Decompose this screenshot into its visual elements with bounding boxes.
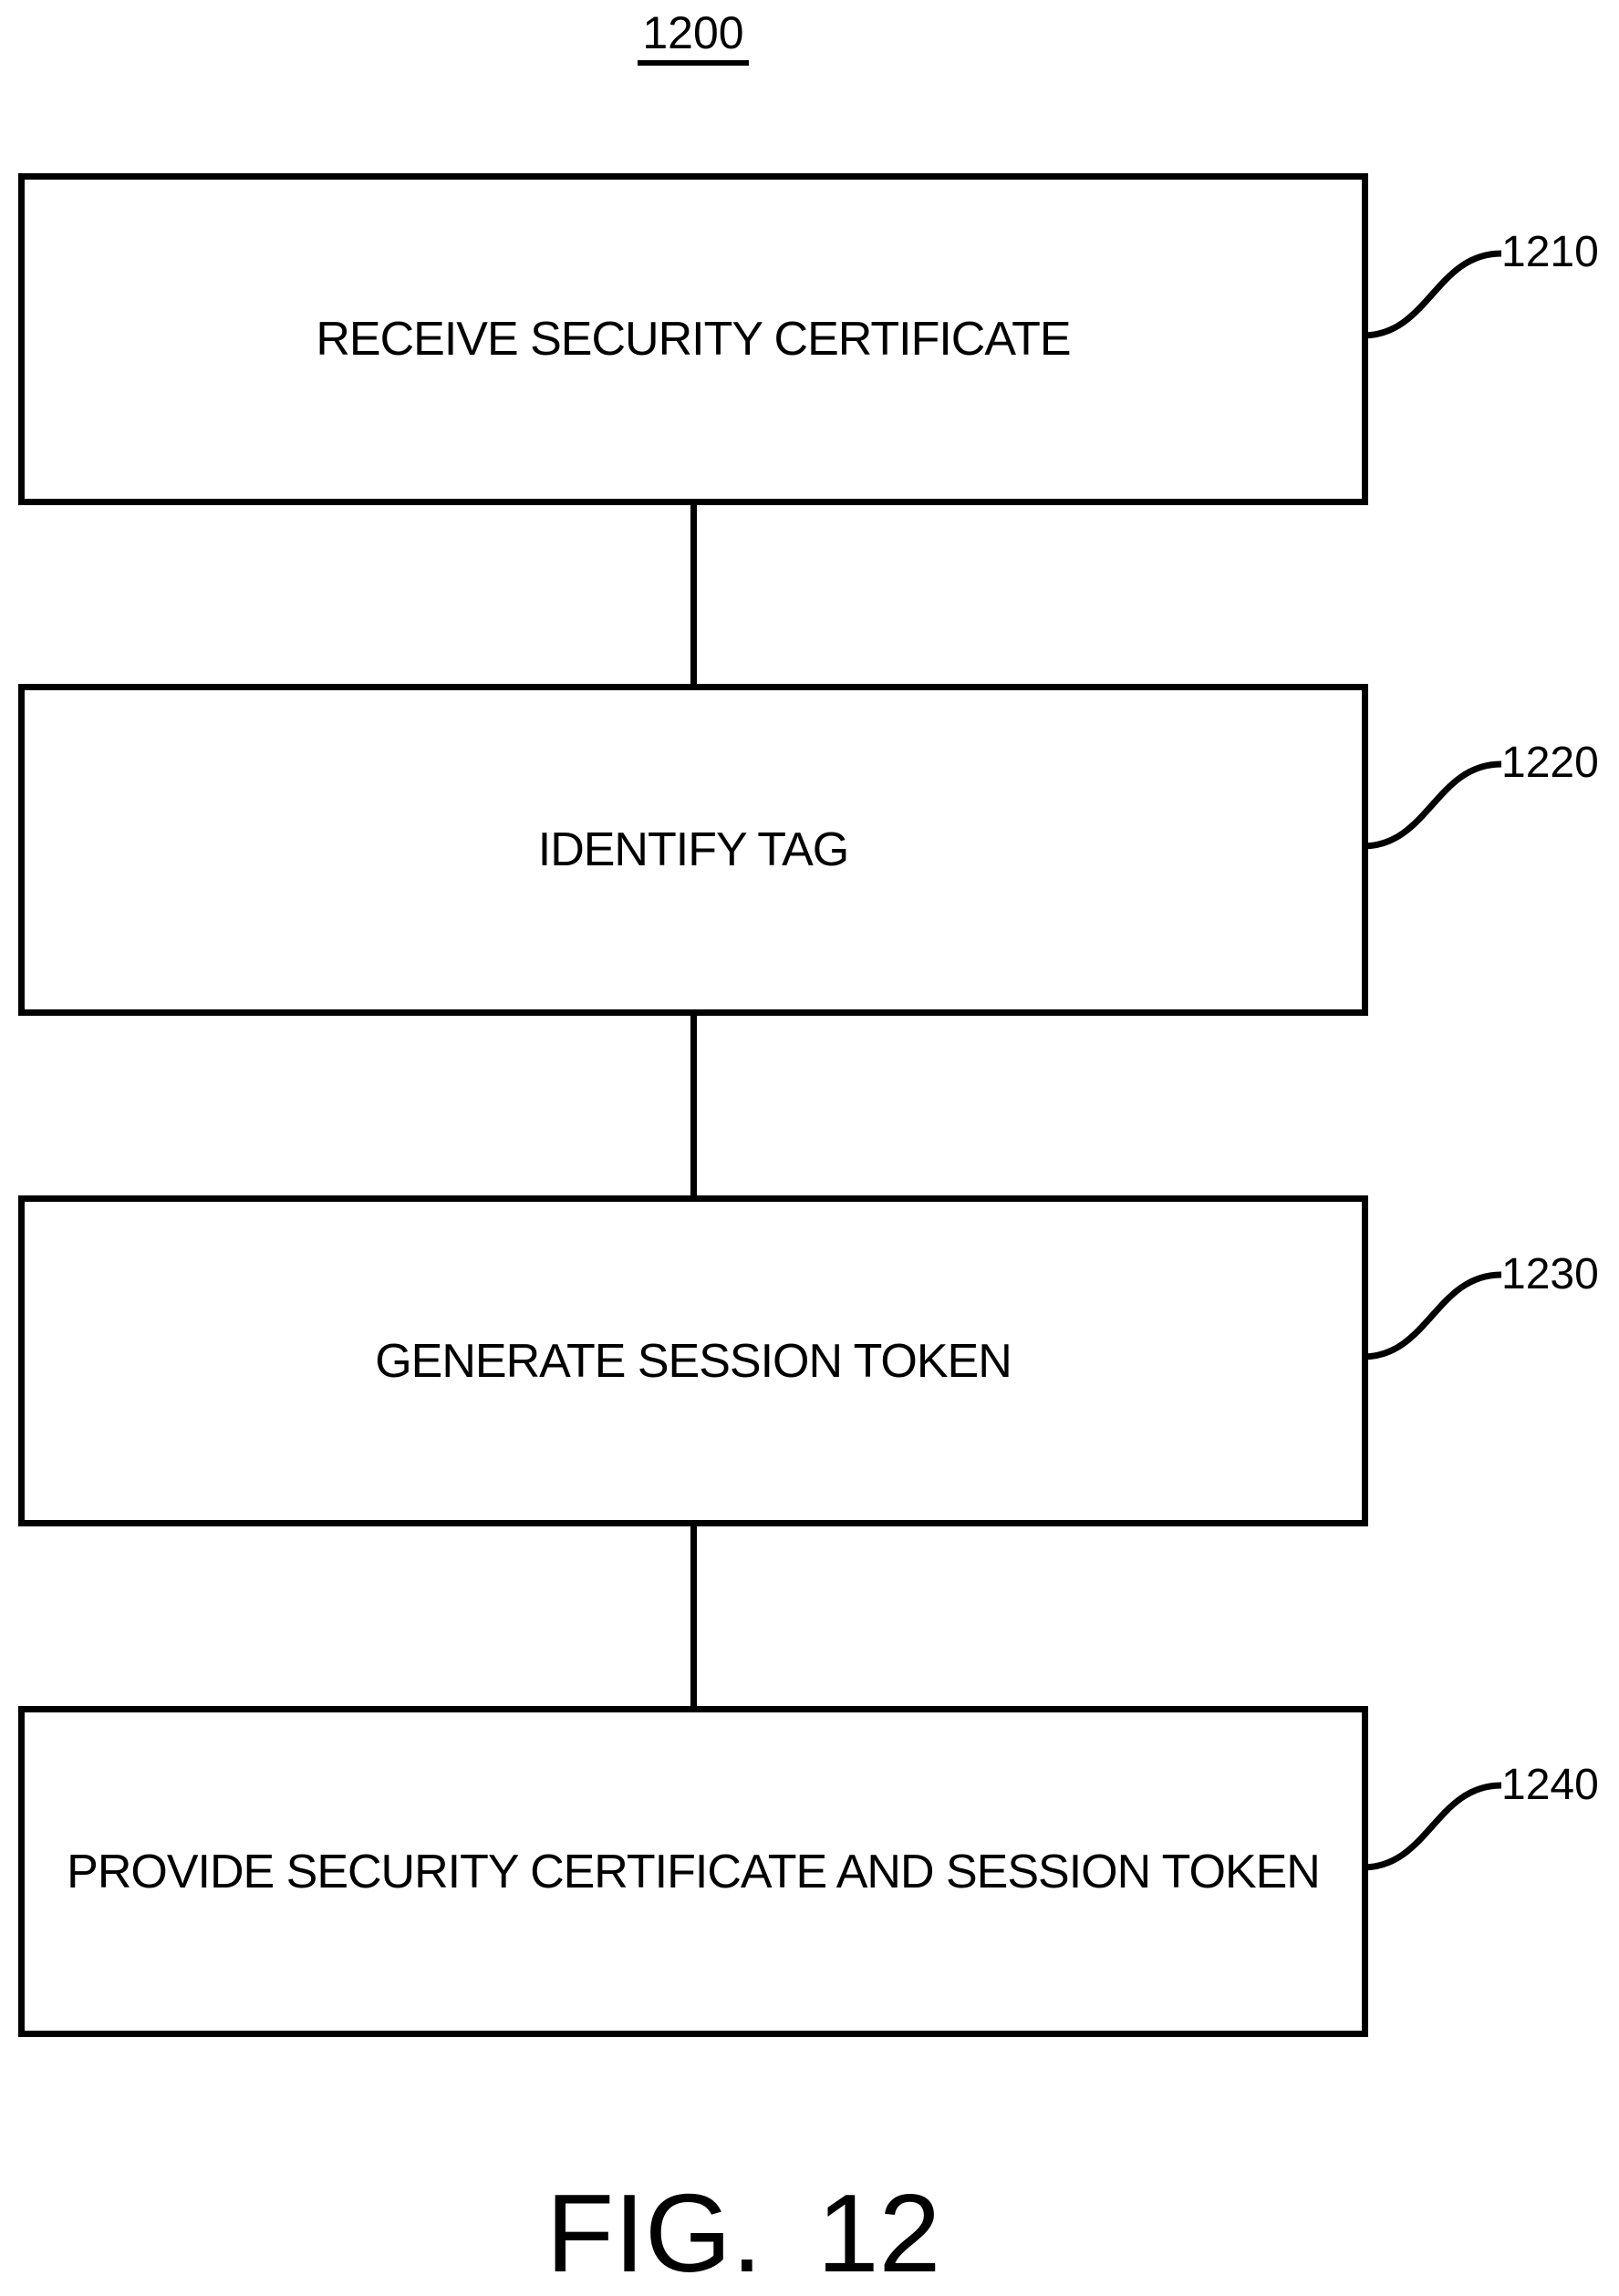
step-label-generate-session-token: GENERATE SESSION TOKEN (375, 1334, 1012, 1388)
step-label-receive-security-certificate: RECEIVE SECURITY CERTIFICATE (316, 313, 1071, 366)
ref-numeral-1220: 1220 (1501, 739, 1599, 787)
leader-line-icon-1220 (1363, 760, 1501, 850)
connector-line-1 (690, 502, 697, 688)
step-box-provide-certificate-and-token: PROVIDE SECURITY CERTIFICATE AND SESSION… (18, 1706, 1368, 2037)
step-label-provide-certificate-and-token: PROVIDE SECURITY CERTIFICATE AND SESSION… (67, 1845, 1321, 1898)
step-box-receive-security-certificate: RECEIVE SECURITY CERTIFICATE (18, 173, 1368, 505)
leader-line-icon-1230 (1363, 1271, 1501, 1360)
diagram-number: 1200 (638, 7, 749, 66)
step-label-identify-tag: IDENTIFY TAG (537, 823, 849, 876)
step-box-generate-session-token: GENERATE SESSION TOKEN (18, 1195, 1368, 1526)
ref-numeral-1240: 1240 (1501, 1761, 1599, 1809)
ref-numeral-1230: 1230 (1501, 1250, 1599, 1298)
figure-caption: FIG. 12 (545, 2171, 941, 2295)
connector-line-2 (690, 1012, 697, 1199)
leader-line-icon-1210 (1363, 250, 1501, 339)
diagram-number-container: 1200 (0, 7, 1386, 66)
step-box-identify-tag: IDENTIFY TAG (18, 684, 1368, 1016)
ref-numeral-1210: 1210 (1501, 228, 1599, 276)
leader-line-icon-1240 (1363, 1782, 1501, 1871)
connector-line-3 (690, 1523, 697, 1710)
